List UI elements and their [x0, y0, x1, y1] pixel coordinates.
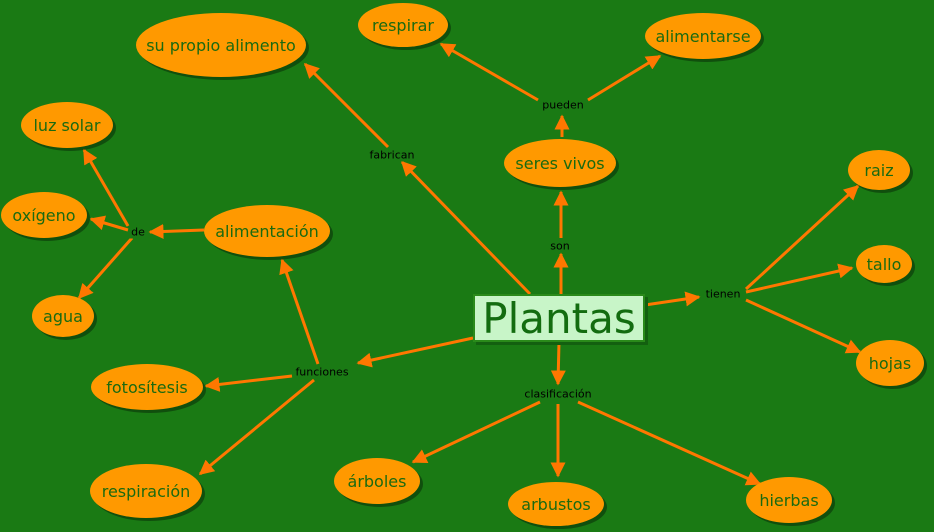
- node-raiz[interactable]: raiz: [848, 150, 910, 190]
- node-fotosintesis[interactable]: fotosítesis: [91, 364, 203, 410]
- arrow-tienen-hojas: [745, 298, 862, 354]
- node-tallo[interactable]: tallo: [856, 245, 912, 283]
- node-agua[interactable]: agua: [32, 295, 94, 337]
- arrow-clasif-hierbas: [577, 400, 762, 486]
- link-label-pueden: pueden: [540, 98, 586, 112]
- arrow-de-oxigeno: [89, 215, 129, 232]
- arrow-tienen-tallo: [745, 263, 854, 294]
- node-luz-solar[interactable]: luz solar: [21, 102, 113, 148]
- arrow-pueden-respirar: [439, 42, 539, 102]
- node-hojas[interactable]: hojas: [856, 340, 924, 386]
- arrow-de-agua: [77, 237, 134, 300]
- link-label-son: son: [548, 239, 572, 253]
- arrow-tienen-raiz: [744, 184, 860, 291]
- central-concept-plantas[interactable]: Plantas: [473, 294, 645, 343]
- node-alimentarse[interactable]: alimentarse: [645, 13, 761, 59]
- arrow-fabrican-alimento: [303, 62, 390, 149]
- link-label-tienen: tienen: [703, 287, 743, 301]
- arrow-clasif-arboles: [411, 400, 541, 464]
- arrow-plantas-fabrican: [400, 160, 532, 296]
- node-seres-vivos[interactable]: seres vivos: [504, 139, 616, 187]
- arrow-funciones-fotosintesis: [204, 374, 293, 392]
- node-alimentacion[interactable]: alimentación: [204, 205, 330, 257]
- link-label-de: de: [129, 225, 147, 239]
- arrow-funciones-alimentacion: [279, 258, 320, 365]
- node-su-propio-alimento[interactable]: su propio alimento: [136, 13, 306, 77]
- node-oxigeno[interactable]: oxígeno: [1, 192, 87, 238]
- node-arbustos[interactable]: arbustos: [508, 482, 604, 526]
- arrow-funciones-respiracion: [198, 378, 315, 476]
- node-arboles[interactable]: árboles: [334, 458, 420, 504]
- node-respiracion[interactable]: respiración: [90, 464, 202, 518]
- arrow-plantas-funciones: [356, 336, 474, 368]
- node-respirar[interactable]: respirar: [358, 3, 448, 47]
- arrow-pueden-alimentarse: [587, 54, 662, 102]
- arrow-de-luz: [82, 148, 130, 227]
- arrow-plantas-clasificacion: [550, 341, 566, 386]
- arrow-plantas-tienen: [644, 291, 701, 307]
- link-label-clasificacion: clasificación: [522, 387, 594, 401]
- link-label-funciones: funciones: [293, 365, 351, 379]
- link-label-fabrican: fabrican: [367, 148, 417, 162]
- node-hierbas[interactable]: hierbas: [746, 477, 832, 523]
- arrow-alimentacion-de: [148, 224, 205, 239]
